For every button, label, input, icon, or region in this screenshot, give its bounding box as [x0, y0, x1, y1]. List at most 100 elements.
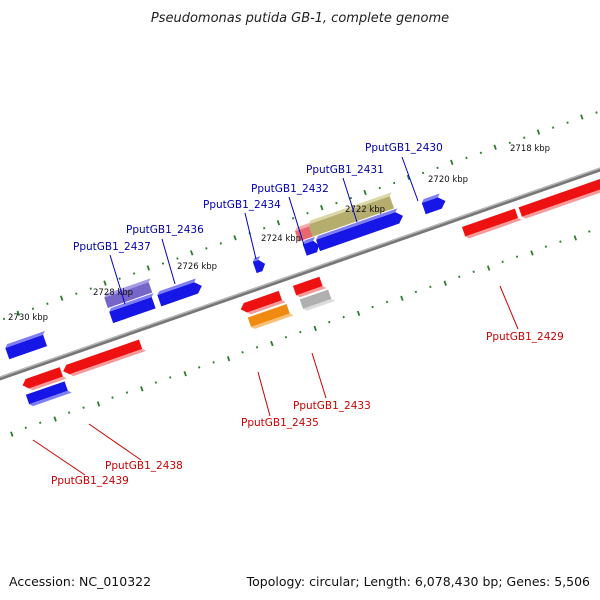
gene-arrow-2430[interactable] — [421, 193, 448, 215]
minor-tick — [544, 245, 548, 248]
gene-label-2436[interactable]: PputGB1_2436 — [126, 224, 204, 236]
major-tick — [443, 280, 447, 286]
major-tick — [356, 310, 361, 317]
major-tick — [270, 340, 274, 347]
minor-tick — [421, 171, 425, 175]
gene-label-2430[interactable]: PputGB1_2430 — [365, 142, 443, 154]
minor-tick — [169, 376, 172, 379]
major-tick — [580, 114, 584, 120]
feature-purple[interactable] — [103, 278, 155, 309]
major-tick — [190, 250, 194, 256]
minor-tick — [429, 285, 432, 289]
minor-tick — [342, 315, 345, 319]
map-title: Pseudomonas putida GB-1, complete genome — [151, 11, 449, 26]
scale-label: 2730 kbp — [8, 313, 48, 323]
scale-ticks-bottom — [10, 230, 591, 437]
scale-label: 2724 kbp — [261, 234, 301, 244]
genome-summary: Topology: circular; Length: 6,078,430 bp… — [246, 574, 590, 589]
gene-label-2438[interactable]: PputGB1_2438 — [105, 460, 183, 472]
major-tick — [183, 371, 187, 377]
gene-arrow-2438[interactable] — [62, 339, 147, 379]
major-tick — [146, 265, 151, 271]
minor-tick — [523, 136, 526, 139]
major-tick — [226, 355, 231, 362]
gene-label-2439[interactable]: PputGB1_2439 — [51, 475, 129, 487]
minor-tick — [465, 156, 468, 160]
minor-tick — [371, 305, 374, 309]
minor-tick — [161, 262, 165, 265]
feature-orange[interactable] — [247, 303, 294, 330]
gene-arrow-2435[interactable] — [239, 290, 286, 317]
gene-label-2433[interactable]: PputGB1_2433 — [293, 400, 371, 412]
minor-tick — [335, 201, 338, 205]
gene-arrow-2439[interactable] — [21, 366, 67, 393]
feature-gray[interactable] — [299, 289, 336, 312]
genome-backbone — [0, 110, 600, 410]
scale-label: 2720 kbp — [428, 175, 468, 185]
minor-tick — [349, 196, 353, 200]
minor-tick — [566, 121, 569, 124]
map-content — [0, 110, 600, 437]
reverse-strand-features — [21, 175, 600, 407]
minor-tick — [559, 240, 562, 243]
minor-tick — [436, 166, 439, 170]
minor-tick — [479, 151, 483, 155]
major-tick — [16, 310, 20, 316]
scale-labels: 2718 kbp 2720 kbp 2722 kbp 2724 kbp 2726… — [8, 144, 550, 323]
major-tick — [573, 235, 577, 241]
minor-tick — [472, 270, 475, 274]
minor-tick — [299, 330, 302, 334]
minor-tick — [393, 181, 396, 185]
gene-arrow-2434[interactable] — [252, 255, 267, 274]
minor-tick — [328, 320, 331, 324]
gene-label-2429[interactable]: PputGB1_2429 — [486, 331, 564, 343]
minor-tick — [595, 111, 598, 114]
gene-arrow-2439-blue[interactable] — [25, 380, 72, 407]
gene-arrow-2431[interactable] — [315, 207, 405, 252]
major-tick — [400, 295, 404, 301]
minor-tick — [458, 275, 461, 279]
major-tick — [320, 204, 324, 211]
major-tick — [536, 129, 541, 135]
gene-arrow-2432[interactable] — [302, 236, 321, 256]
gene-label-2437[interactable]: PputGB1_2437 — [73, 241, 151, 253]
major-tick — [53, 416, 57, 422]
scale-label: 2722 kbp — [345, 205, 385, 215]
minor-tick — [198, 366, 201, 369]
major-tick — [450, 159, 454, 165]
gene-label-2432[interactable]: PputGB1_2432 — [251, 183, 329, 195]
minor-tick — [414, 290, 418, 294]
minor-tick — [39, 421, 42, 424]
gene-arrow-2429[interactable] — [461, 175, 600, 239]
callout-lines — [32, 156, 519, 476]
major-tick — [59, 295, 64, 301]
gene-label-2431[interactable]: PputGB1_2431 — [306, 164, 384, 176]
minor-tick — [262, 227, 266, 230]
major-tick — [10, 431, 14, 437]
gene-label-2435[interactable]: PputGB1_2435 — [241, 417, 319, 429]
minor-tick — [154, 381, 158, 384]
gene-arrow-2433[interactable] — [292, 276, 327, 298]
gene-arrow-2438-blue[interactable] — [4, 330, 50, 360]
minor-tick — [501, 260, 504, 263]
minor-tick — [385, 300, 389, 304]
gene-arrow-2436[interactable] — [156, 277, 203, 307]
minor-tick — [508, 141, 511, 144]
minor-tick — [551, 126, 555, 129]
feature-olive[interactable] — [308, 192, 397, 237]
gene-arrow-2437[interactable] — [108, 293, 158, 324]
minor-tick — [125, 391, 129, 394]
gene-label-2434[interactable]: PputGB1_2434 — [203, 199, 281, 211]
accession-text: Accession: NC_010322 — [9, 574, 151, 589]
minor-tick — [118, 277, 121, 280]
forward-strand-features — [4, 192, 448, 360]
scale-ticks-top — [2, 111, 598, 321]
major-tick — [276, 220, 281, 226]
minor-tick — [588, 230, 591, 233]
major-tick — [233, 235, 237, 241]
major-tick — [140, 386, 144, 392]
minor-tick — [2, 317, 6, 321]
minor-tick — [291, 216, 295, 220]
major-tick — [406, 174, 411, 181]
